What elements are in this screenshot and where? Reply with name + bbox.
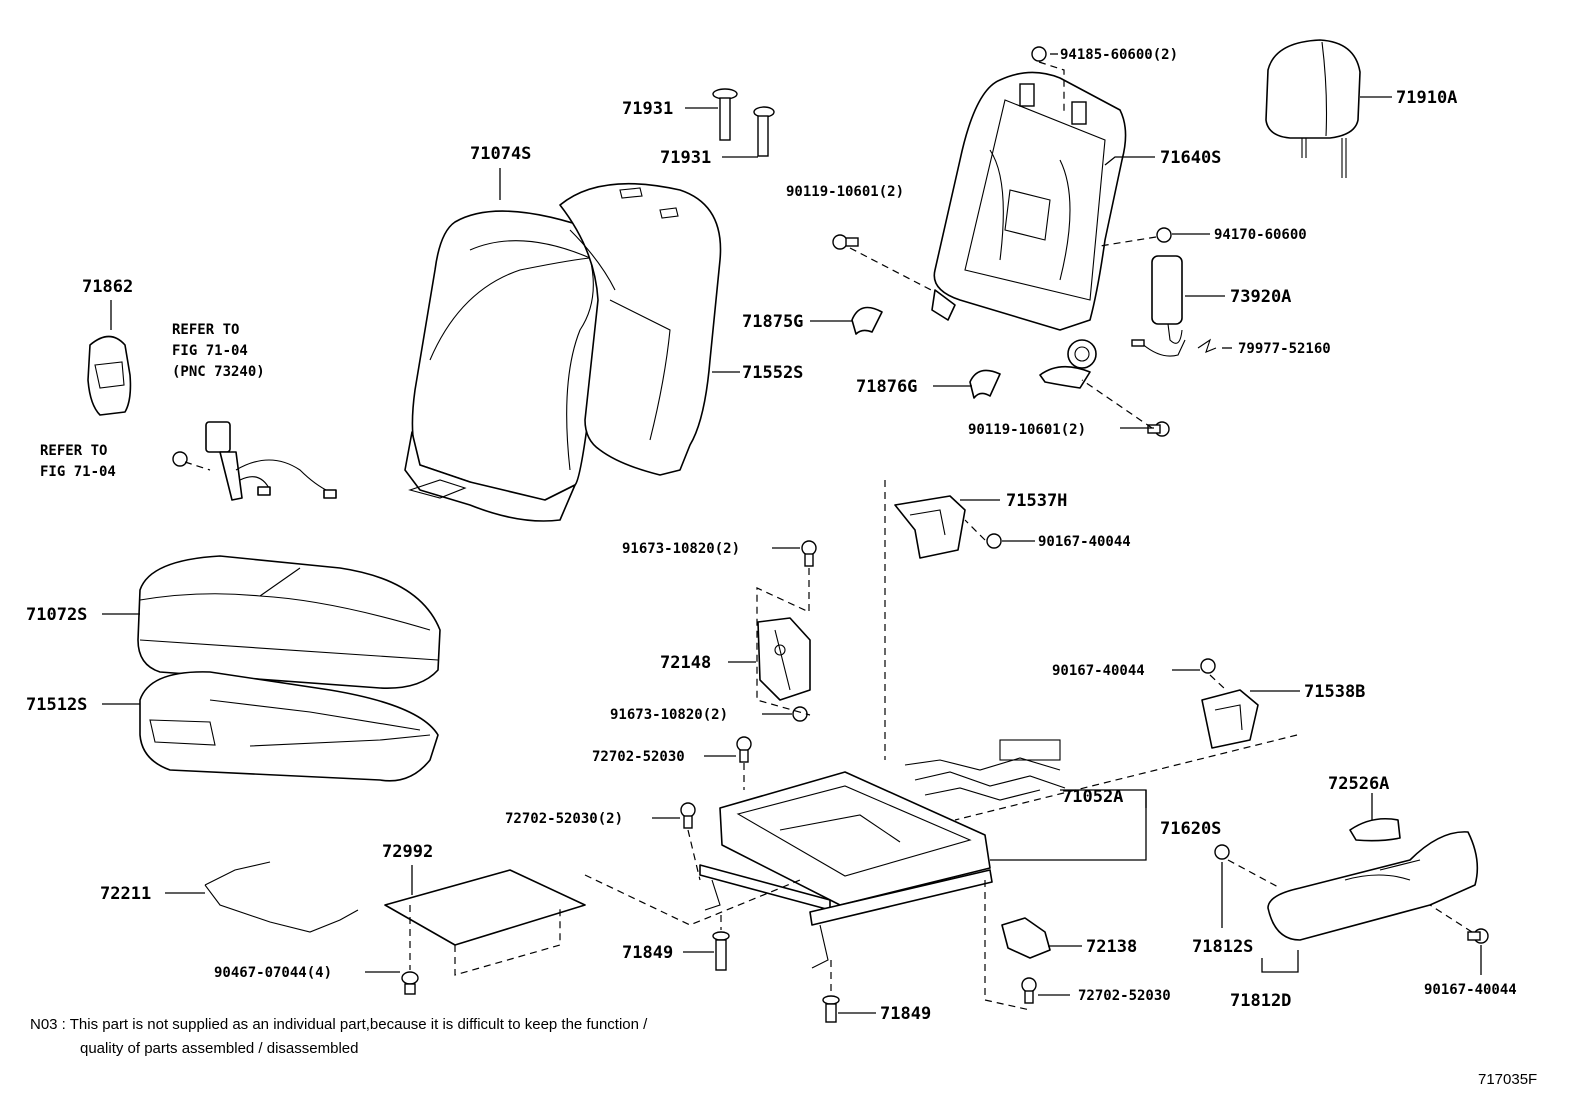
seatback-cover-71074s bbox=[404, 210, 615, 522]
label-71620s: 71620S bbox=[1160, 819, 1221, 839]
lever-knob-72526a bbox=[1349, 817, 1401, 842]
seatback-frame-71640s bbox=[931, 71, 1127, 389]
label-71849-a: 71849 bbox=[622, 943, 673, 963]
label-90167-40044-c: 90167-40044 bbox=[1424, 982, 1517, 998]
bolt-72702-52030-b bbox=[680, 802, 696, 829]
label-90467-07044: 90467-07044(4) bbox=[214, 965, 332, 981]
label-72702-52030-c: 72702-52030 bbox=[1078, 988, 1171, 1004]
label-79977-52160: 79977-52160 bbox=[1238, 341, 1331, 357]
label-71931-b: 71931 bbox=[660, 148, 711, 168]
note-line-2: quality of parts assembled / disassemble… bbox=[80, 1040, 358, 1057]
bolt-91673-10820-b bbox=[792, 706, 808, 722]
cushion-frame-71620s bbox=[699, 771, 993, 969]
label-refer-to-1: REFER TO bbox=[172, 322, 239, 338]
seatback-pad-71552s bbox=[559, 182, 722, 476]
label-71876g: 71876G bbox=[856, 377, 917, 397]
side-shield-71812 bbox=[1267, 831, 1479, 941]
label-90119-10601-b: 90119-10601(2) bbox=[968, 422, 1086, 438]
note-line-1: N03 : This part is not supplied as an in… bbox=[30, 1016, 648, 1033]
pin-71849-b bbox=[822, 995, 840, 1023]
bolt-90119-10601-b bbox=[1147, 421, 1170, 437]
label-72148: 72148 bbox=[660, 653, 711, 673]
label-72211: 72211 bbox=[100, 884, 151, 904]
bolt-94185-60600 bbox=[1031, 46, 1047, 62]
cover-72138 bbox=[1001, 917, 1051, 959]
label-71931-a: 71931 bbox=[622, 99, 673, 119]
screw-90167-40044-b bbox=[1200, 658, 1216, 674]
label-71552s: 71552S bbox=[742, 363, 803, 383]
label-71849-b: 71849 bbox=[880, 1004, 931, 1024]
figure-id: 717035F bbox=[1478, 1071, 1537, 1088]
cover-71538b bbox=[1201, 689, 1259, 749]
label-71537h: 71537H bbox=[1006, 491, 1067, 511]
screw-71812s bbox=[1214, 844, 1230, 860]
side-airbag-73920a bbox=[1131, 255, 1186, 357]
label-73920a: 73920A bbox=[1230, 287, 1291, 307]
seatbelt-buckle-assembly bbox=[205, 421, 337, 501]
bolt-91673-10820-a bbox=[801, 540, 817, 567]
label-72138: 72138 bbox=[1086, 937, 1137, 957]
spring-71052a bbox=[904, 739, 1066, 801]
clip-79977-52160 bbox=[1197, 338, 1217, 353]
label-71640s: 71640S bbox=[1160, 148, 1221, 168]
label-71538b: 71538B bbox=[1304, 682, 1365, 702]
label-72702-52030-b: 72702-52030(2) bbox=[505, 811, 623, 827]
screw-90167-40044-a bbox=[986, 533, 1002, 549]
label-94170-60600: 94170-60600 bbox=[1214, 227, 1307, 243]
label-71875g: 71875G bbox=[742, 312, 803, 332]
part-71862-bezel bbox=[87, 335, 132, 416]
label-90167-40044-b: 90167-40044 bbox=[1052, 663, 1145, 679]
label-91673-10820-b: 91673-10820(2) bbox=[610, 707, 728, 723]
screw-90167-40044-c bbox=[1467, 928, 1489, 944]
label-90119-10601-a: 90119-10601(2) bbox=[786, 184, 904, 200]
label-71862: 71862 bbox=[82, 277, 133, 297]
clip-90467-07044 bbox=[401, 971, 419, 995]
clip-71876g bbox=[969, 369, 1001, 399]
headrest-71910a bbox=[1265, 39, 1361, 178]
label-91673-10820-a: 91673-10820(2) bbox=[622, 541, 740, 557]
cover-71537h bbox=[894, 495, 966, 559]
wire-72211 bbox=[204, 861, 359, 933]
label-90167-40044-a: 90167-40044 bbox=[1038, 534, 1131, 550]
headrest-guide-71931-a bbox=[712, 88, 738, 141]
label-refer-to-2: REFER TO bbox=[40, 443, 107, 459]
bolt-72702-52030-c bbox=[1021, 977, 1037, 1004]
label-72526a: 72526A bbox=[1328, 774, 1389, 794]
label-refer-pnc: (PNC 73240) bbox=[172, 364, 265, 380]
label-71812d: 71812D bbox=[1230, 991, 1291, 1011]
label-71512s: 71512S bbox=[26, 695, 87, 715]
board-72992 bbox=[384, 869, 586, 946]
label-refer-fig-2: FIG 71-04 bbox=[40, 464, 116, 480]
label-71052a: 71052A bbox=[1062, 787, 1123, 807]
pin-71849-a bbox=[712, 931, 730, 971]
headrest-guide-71931-b bbox=[753, 106, 775, 157]
bolt-90119-10601-a bbox=[832, 234, 859, 250]
bracket-72148 bbox=[757, 617, 811, 701]
buckle-nut bbox=[172, 451, 188, 467]
label-72702-52030-a: 72702-52030 bbox=[592, 749, 685, 765]
clip-71875g bbox=[851, 306, 883, 335]
label-71910a: 71910A bbox=[1396, 88, 1457, 108]
label-72992: 72992 bbox=[382, 842, 433, 862]
label-71072s: 71072S bbox=[26, 605, 87, 625]
label-71812s: 71812S bbox=[1192, 937, 1253, 957]
bolt-72702-52030-a bbox=[736, 736, 752, 763]
label-94185-60600: 94185-60600(2) bbox=[1060, 47, 1178, 63]
bolt-94170-60600 bbox=[1156, 227, 1172, 243]
label-71074s: 71074S bbox=[470, 144, 531, 164]
cushion-pad-71512s bbox=[139, 671, 439, 782]
label-refer-fig-1: FIG 71-04 bbox=[172, 343, 248, 359]
cushion-cover-71072s bbox=[137, 555, 441, 689]
